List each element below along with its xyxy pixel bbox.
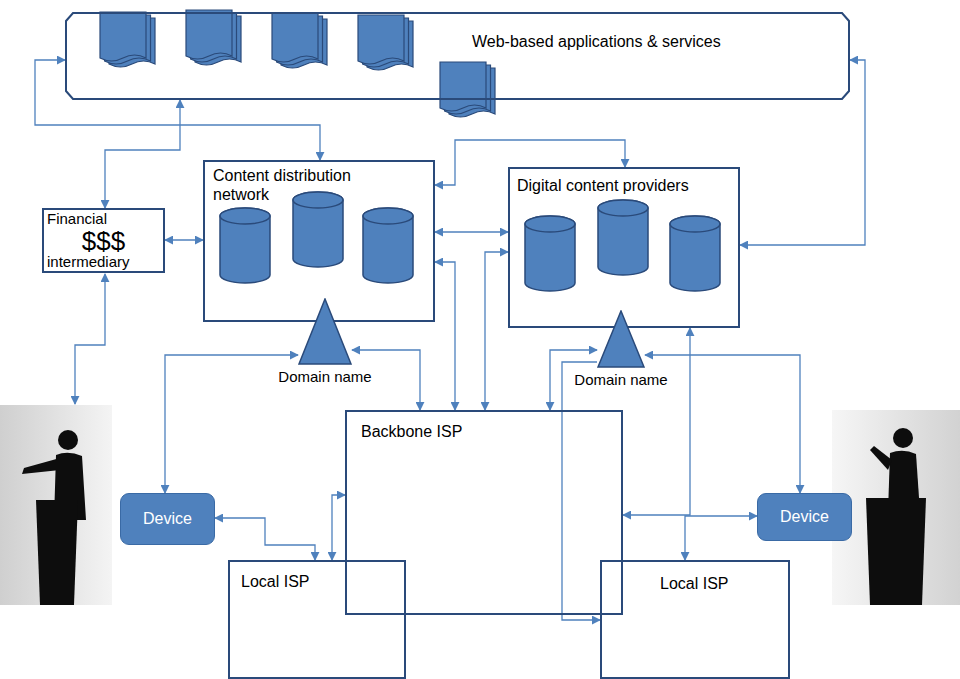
node-label: Content distribution network [213, 166, 393, 204]
document-stack [358, 15, 413, 70]
database-cylinder [363, 208, 413, 283]
band-border [66, 13, 849, 99]
node-label: $$$ [47, 228, 160, 254]
connector-arrow [105, 100, 180, 208]
node-label: Web-based applications & services [472, 32, 850, 51]
database-cylinder [293, 192, 343, 267]
triangle-shape [298, 298, 352, 365]
isp-box: Backbone ISP [345, 410, 623, 615]
service-band: Web-based applications & services [65, 12, 850, 100]
document-stack [440, 62, 495, 117]
connector-arrow [165, 355, 298, 493]
node-label: intermediary [47, 254, 160, 271]
speaker-head [893, 428, 913, 448]
connector-arrow [332, 495, 345, 560]
speaker-arm [870, 446, 892, 470]
triangle-outline [598, 311, 644, 367]
connector-arrow [215, 518, 315, 560]
podium [36, 500, 78, 605]
connector-arrow [435, 231, 508, 232]
speaker-arm [22, 458, 60, 474]
connector-arrow [740, 60, 865, 245]
connector-arrow [485, 252, 508, 410]
triangle-outline [299, 299, 351, 364]
connector-arrow [165, 239, 203, 240]
node-label: Device [780, 507, 829, 526]
isp-box: Local ISP [228, 560, 406, 679]
connector-arrow [435, 262, 455, 410]
connector-arrow [562, 362, 600, 620]
database-cylinder [670, 216, 720, 291]
node-label: Local ISP [241, 572, 393, 591]
provider-box: Digital content providers [508, 167, 740, 328]
device-box: Device [120, 493, 215, 545]
finance-box: Financial$$$intermediary [42, 208, 165, 273]
speaker-head [58, 430, 78, 450]
node-label: Digital content providers [517, 176, 731, 195]
database-cylinder [598, 200, 648, 275]
photo-background [0, 405, 112, 605]
domain-triangle: Domain name [260, 298, 390, 386]
shape-caption: Domain name [260, 368, 390, 386]
connector-arrow [35, 60, 320, 160]
podium [866, 498, 926, 605]
isp-box: Local ISP [600, 560, 790, 679]
shape-caption: Domain name [556, 371, 686, 389]
node-label: Device [143, 509, 192, 528]
database-cylinder [220, 208, 270, 283]
document-stack [100, 12, 155, 67]
connector-line [75, 274, 105, 404]
connector-arrow [685, 516, 757, 560]
domain-triangle: Domain name [556, 310, 686, 389]
network-box: Content distribution network [203, 160, 435, 322]
band-outline [65, 12, 850, 100]
device-box: Device [757, 493, 852, 541]
node-label: Financial [47, 211, 160, 228]
database-cylinder [525, 216, 575, 291]
document-stack [186, 10, 241, 65]
triangle-shape [597, 310, 645, 368]
node-label: Backbone ISP [361, 422, 607, 441]
speaker-silhouette [866, 428, 926, 605]
speaker-silhouette [22, 430, 86, 605]
document-stack [272, 13, 327, 68]
connector-arrow [645, 355, 800, 493]
node-label: Local ISP [660, 574, 788, 593]
